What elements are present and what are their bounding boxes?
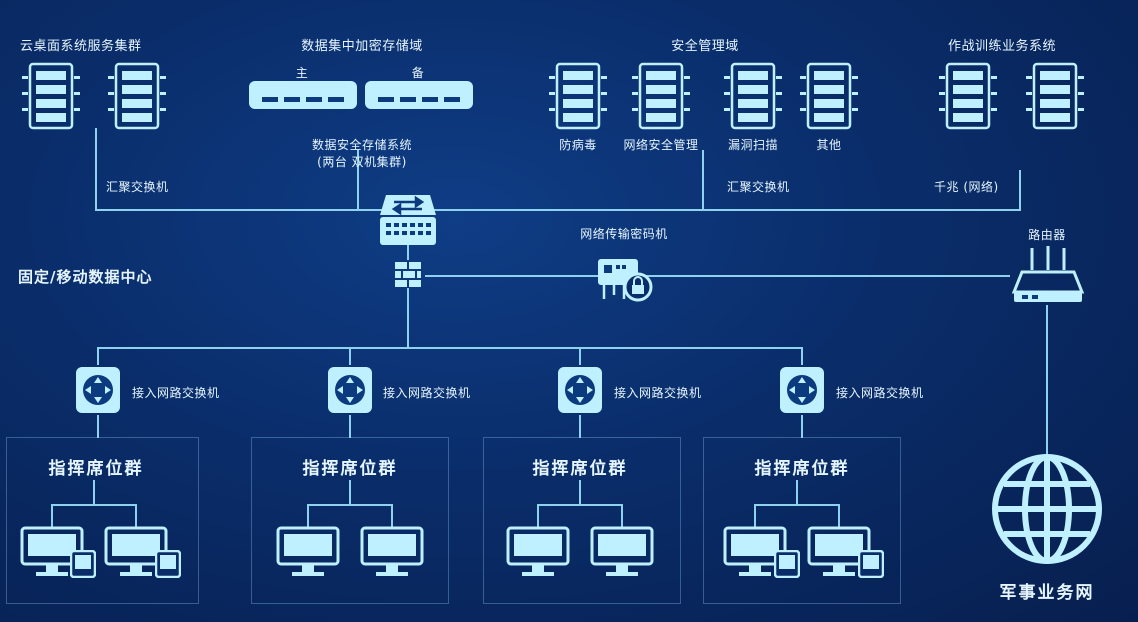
storage-backup-label: 备 bbox=[411, 66, 425, 80]
access-switch-icon bbox=[76, 367, 120, 413]
desktop-monitor-icon bbox=[360, 526, 424, 576]
storage-system-label: 数据安全存储系统 bbox=[311, 138, 413, 152]
access-switch-icon bbox=[780, 367, 824, 413]
desktop-monitor-icon bbox=[506, 526, 570, 576]
storage-domain-title: 数据集中加密存储域 bbox=[301, 39, 423, 54]
phone-device-icon bbox=[858, 550, 884, 578]
seat-group-box-3 bbox=[483, 437, 681, 604]
server-rack-icon bbox=[800, 62, 858, 130]
desktop-monitor-icon bbox=[723, 526, 787, 576]
router-label: 路由器 bbox=[1028, 228, 1066, 242]
access-switch-label-1: 接入网路交换机 bbox=[132, 386, 220, 400]
seat-group-box-2 bbox=[251, 437, 449, 604]
storage-array-icon bbox=[249, 81, 357, 109]
server-rack-icon bbox=[939, 62, 997, 130]
gigabit-label: 千兆 (网络) bbox=[934, 180, 999, 194]
storage-main-label: 主 bbox=[295, 66, 309, 80]
desktop-monitor-icon bbox=[590, 526, 654, 576]
server-rack-icon bbox=[1026, 62, 1084, 130]
phone-device-icon bbox=[70, 550, 96, 578]
storage-array-icon bbox=[365, 81, 473, 109]
access-switch-label-2: 接入网路交换机 bbox=[383, 386, 471, 400]
seat-group-title-2: 指挥席位群 bbox=[302, 459, 398, 479]
desktop-monitor-icon bbox=[104, 526, 168, 576]
business-system-title: 作战训练业务系统 bbox=[948, 39, 1057, 54]
security-server-label-vulnscan: 漏洞扫描 bbox=[727, 138, 779, 152]
military-network-label: 军事业务网 bbox=[999, 583, 1095, 603]
storage-system-sublabel: (两台 双机集群) bbox=[317, 155, 407, 169]
seat-group-title-1: 指挥席位群 bbox=[48, 459, 144, 479]
access-switch-icon bbox=[328, 367, 372, 413]
server-rack-icon bbox=[108, 62, 166, 130]
router-icon bbox=[1011, 246, 1085, 302]
aggregation-switch-label-left: 汇聚交换机 bbox=[106, 180, 169, 194]
core-switch-icon bbox=[380, 195, 436, 245]
firewall-icon bbox=[395, 262, 421, 287]
seat-group-box-1 bbox=[6, 437, 199, 604]
access-switch-label-4: 接入网路交换机 bbox=[836, 386, 924, 400]
aggregation-switch-label-right: 汇聚交换机 bbox=[727, 180, 790, 194]
seat-group-title-3: 指挥席位群 bbox=[532, 459, 628, 479]
server-rack-icon bbox=[549, 62, 607, 130]
server-rack-icon bbox=[22, 62, 80, 130]
server-rack-icon bbox=[724, 62, 782, 130]
datacenter-label: 固定/移动数据中心 bbox=[18, 268, 153, 286]
phone-device-icon bbox=[155, 550, 181, 578]
desktop-monitor-icon bbox=[20, 526, 84, 576]
access-switch-icon bbox=[558, 367, 602, 413]
security-domain-title: 安全管理域 bbox=[671, 39, 739, 54]
access-switch-label-3: 接入网路交换机 bbox=[614, 386, 702, 400]
seat-group-title-4: 指挥席位群 bbox=[754, 459, 850, 479]
desktop-monitor-icon bbox=[807, 526, 871, 576]
encryptor-label: 网络传输密码机 bbox=[580, 227, 668, 241]
encryption-device-icon bbox=[598, 259, 653, 302]
server-rack-icon bbox=[632, 62, 690, 130]
desktop-monitor-icon bbox=[276, 526, 340, 576]
security-server-label-netmgmt: 网络安全管理 bbox=[623, 138, 699, 152]
security-server-label-antivirus: 防病毒 bbox=[559, 138, 597, 152]
security-server-label-other: 其他 bbox=[816, 138, 842, 152]
phone-device-icon bbox=[774, 550, 800, 578]
seat-group-box-4 bbox=[703, 437, 901, 604]
cloud-cluster-title: 云桌面系统服务集群 bbox=[20, 39, 142, 54]
globe-icon bbox=[992, 454, 1102, 564]
